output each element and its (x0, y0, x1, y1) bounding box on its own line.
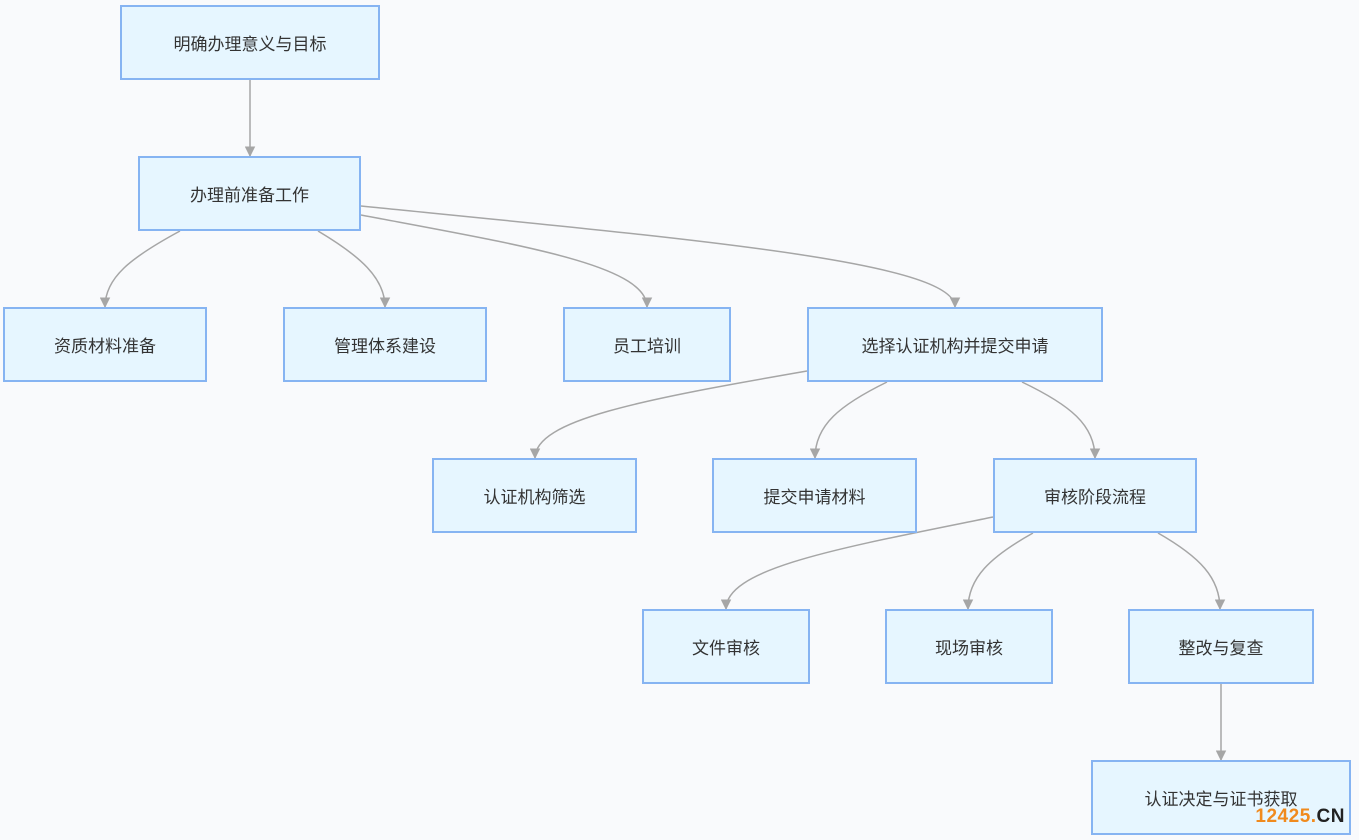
edge-n6-n8 (809, 381, 888, 460)
node-n9: 审核阶段流程 (993, 458, 1197, 533)
watermark-dot: . (1310, 806, 1317, 827)
watermark-suffix: CN (1316, 806, 1345, 827)
watermark-number: 12425 (1255, 806, 1311, 827)
node-n7: 认证机构筛选 (432, 458, 637, 533)
node-n13: 认证决定与证书获取 (1091, 760, 1351, 835)
node-n6: 选择认证机构并提交申请 (807, 307, 1103, 382)
node-label: 明确办理意义与目标 (173, 35, 327, 55)
node-n5: 员工培训 (563, 307, 731, 382)
node-label: 选择认证机构并提交申请 (861, 337, 1049, 357)
node-label: 审核阶段流程 (1044, 488, 1146, 508)
watermark-logo: 12425.CN (1255, 806, 1345, 828)
node-n4: 管理体系建设 (283, 307, 487, 382)
edge-n2-n4 (317, 230, 391, 309)
node-label: 员工培训 (613, 337, 681, 357)
edge-n9-n11 (962, 532, 1034, 611)
node-label: 认证决定与证书获取 (1144, 790, 1298, 810)
node-n8: 提交申请材料 (712, 458, 917, 533)
node-n10: 文件审核 (642, 609, 810, 684)
node-n12: 整改与复查 (1128, 609, 1314, 684)
edge-n6-n9 (1021, 381, 1101, 460)
edge-n2-n6 (360, 205, 961, 309)
node-n11: 现场审核 (885, 609, 1053, 684)
node-label: 现场审核 (935, 639, 1003, 659)
node-label: 整改与复查 (1178, 639, 1264, 659)
node-label: 资质材料准备 (54, 337, 156, 357)
node-n2: 办理前准备工作 (138, 156, 361, 231)
node-label: 提交申请材料 (763, 488, 866, 508)
node-label: 办理前准备工作 (190, 186, 309, 206)
edge-n6-n7 (529, 370, 808, 460)
edge-n9-n10 (720, 516, 994, 611)
edge-n2-n5 (360, 214, 653, 309)
node-n1: 明确办理意义与目标 (120, 5, 380, 80)
node-label: 文件审核 (692, 639, 760, 659)
node-label: 管理体系建设 (334, 337, 436, 357)
node-label: 认证机构筛选 (483, 488, 586, 508)
edge-n2-n3 (99, 230, 181, 309)
node-n3: 资质材料准备 (3, 307, 207, 382)
edge-n9-n12 (1157, 532, 1226, 611)
